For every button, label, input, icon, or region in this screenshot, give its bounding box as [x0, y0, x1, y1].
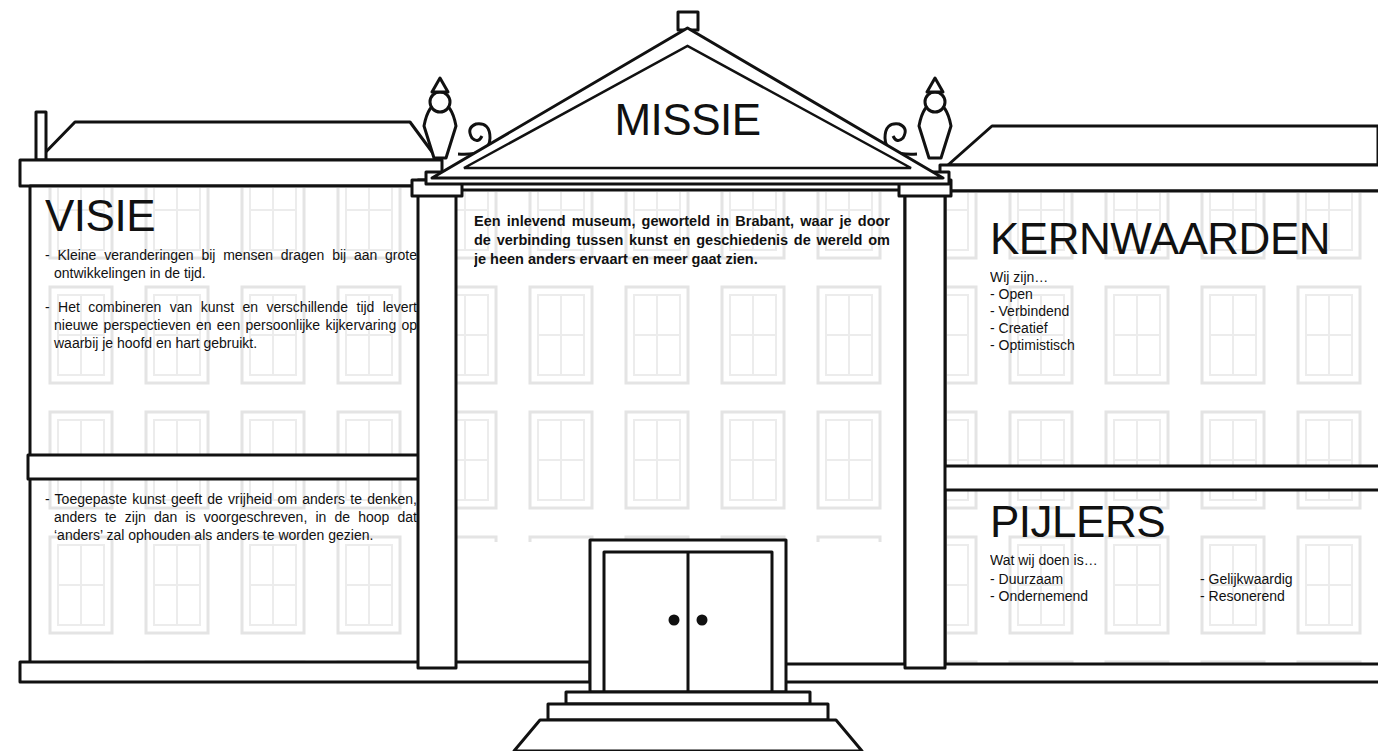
vision-statement: - Toegepaste kunst geeft de vrijheid om … [45, 490, 417, 544]
list-item: - Resonerend [1200, 588, 1360, 605]
vision-lower-panel: - Toegepaste kunst geeft de vrijheid om … [45, 490, 417, 655]
mission-panel: Een inlevend museum, geworteld in Braban… [474, 212, 890, 332]
list-item: - Ondernemend [990, 588, 1200, 605]
list-item: - Duurzaam [990, 571, 1200, 588]
vision-statement: - Het combineren van kunst en verschille… [45, 298, 417, 352]
list-item: - Verbindend [990, 303, 1375, 320]
list-item: - Creatief [990, 320, 1375, 337]
list-item: - Gelijkwaardig [1200, 571, 1360, 588]
pediment-inner [464, 46, 911, 168]
list-item: - Open [990, 286, 1375, 303]
list-item: - Optimistisch [990, 337, 1375, 354]
section-heading: PIJLERS [990, 498, 1375, 546]
vision-panel: VISIE - Kleine veranderingen bij mensen d… [45, 192, 417, 454]
core-values-panel: KERNWAARDENWij zijn…- Open- Verbindend- … [990, 215, 1375, 465]
mission-pediment: MISSIE [430, 24, 945, 180]
vision-statement: - Kleine veranderingen bij mensen dragen… [45, 246, 417, 282]
list-item: Wij zijn… [990, 269, 1375, 286]
pillars-panel: PIJLERS Wat wij doen is… - Duurzaam- Gelij… [990, 498, 1375, 658]
pillar-grid: - Duurzaam- Gelijkwaardig- Ondernemend- … [990, 571, 1375, 605]
list-item: Wat wij doen is… [990, 552, 1375, 569]
section-heading: KERNWAARDEN [990, 215, 1375, 263]
mission-statement: Een inlevend museum, geworteld in Braban… [474, 212, 890, 269]
pediment-triangle [432, 28, 943, 178]
section-heading: MISSIE [614, 96, 760, 144]
section-heading: VISIE [45, 192, 417, 240]
